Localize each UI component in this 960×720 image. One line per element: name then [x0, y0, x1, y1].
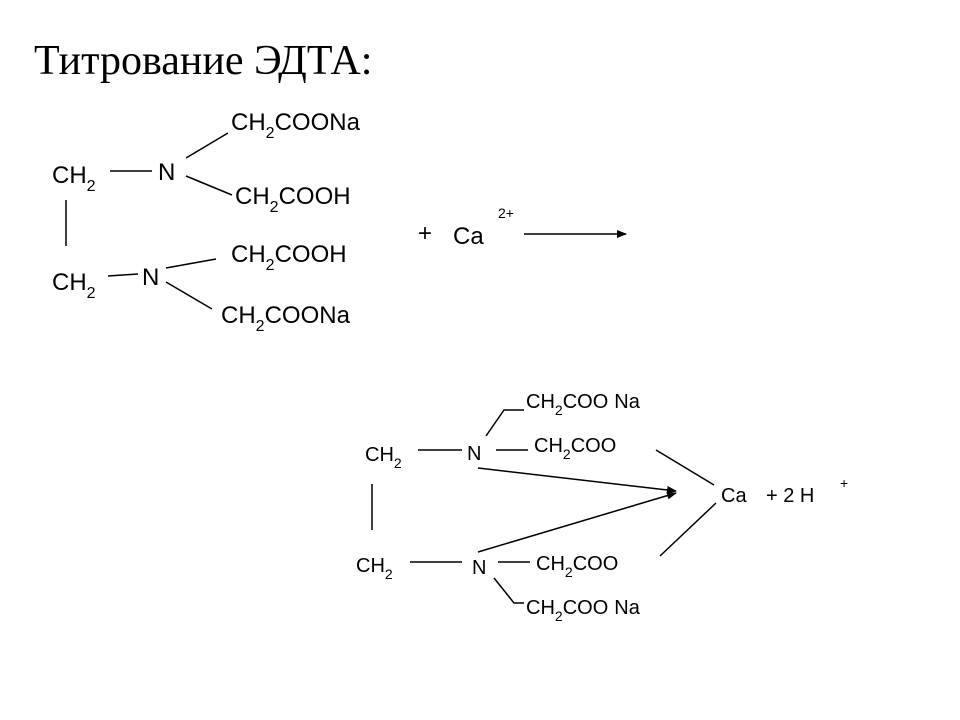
product-coord-arrow-top [477, 467, 677, 494]
product-coord-arrow-bottom [477, 491, 677, 553]
product-bond-o-ca-bottom [659, 502, 717, 557]
product-ch2-bottom: CH2 [356, 555, 393, 582]
product-n-top: N [467, 443, 481, 465]
product-byproduct-charge: + [840, 475, 848, 491]
reactant-group-1: CH2COONa [231, 109, 361, 142]
reactant-n-top: N [158, 159, 175, 186]
reagent-ion: Ca [453, 223, 484, 250]
reactant-n-bottom: N [142, 264, 159, 291]
reagent-plus: + [418, 220, 432, 247]
reactant-group-3: CH2COOH [231, 241, 347, 274]
reactant-ch2-bottom: CH2 [52, 269, 96, 302]
product-group-3: CH2COO [536, 553, 618, 580]
reagent-calcium: + Ca 2+ [418, 205, 514, 250]
reagent-charge: 2+ [498, 205, 514, 221]
reactant-bond-n-group-2 [185, 175, 233, 196]
product-ch2-top: CH2 [365, 444, 402, 471]
product-bond-o-ca-top [655, 449, 715, 486]
reactant-bond-n-group-4 [165, 281, 213, 310]
reactant-group-2: CH2COOH [235, 183, 351, 216]
reactant-edta: CH2 CH2 N N CH2COONa CH2COOH CH2COOH CH2… [52, 109, 361, 335]
product-group-2: CH2COO [534, 435, 616, 462]
product-bond-n-group-4 [493, 577, 524, 604]
reactant-group-4: CH2COONa [221, 302, 351, 335]
reactant-ch2-top: CH2 [52, 162, 96, 195]
reactant-bond-n-group-3 [165, 258, 217, 269]
reactant-bond-n-group-1 [185, 132, 229, 159]
product-byproduct: + 2 H [766, 485, 814, 507]
reactant-bond-ch2-n-bottom [107, 273, 139, 277]
product-bond-n-group-1 [485, 409, 524, 437]
page-title: Титрование ЭДТА: [34, 38, 373, 84]
product-metal: Ca [721, 485, 747, 507]
product-n-bottom: N [472, 557, 486, 579]
